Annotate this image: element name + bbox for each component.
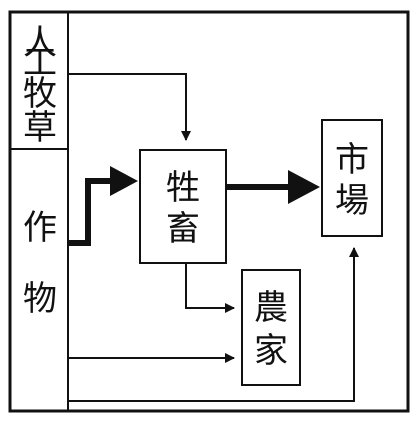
pasture-grass-char-3: 牧 bbox=[23, 74, 57, 114]
edge-pasture-to-livestock bbox=[68, 73, 191, 141]
outer-frame bbox=[8, 10, 410, 413]
livestock-box bbox=[139, 149, 227, 264]
edge-crops-to-livestock bbox=[68, 178, 122, 246]
pasture-grass-char-2: 工 bbox=[23, 43, 57, 83]
arrowhead-crops-to-livestock bbox=[110, 166, 138, 196]
pasture-grass-char-4: 草 bbox=[23, 108, 57, 148]
farmers-char-2: 家 bbox=[254, 331, 288, 371]
edge-livestock-to-farmers bbox=[185, 263, 235, 313]
market-box bbox=[321, 119, 383, 237]
edge-crops-to-market bbox=[68, 247, 359, 402]
market-char-2: 場 bbox=[335, 181, 369, 221]
pasture-grass-char-1: 人 bbox=[23, 23, 57, 63]
crops-char-1: 作 bbox=[23, 208, 57, 248]
livestock-char-1: 牲 bbox=[166, 168, 200, 208]
crops-char-2: 物 bbox=[23, 279, 57, 319]
market-char-1: 市 bbox=[335, 140, 369, 180]
farmers-box bbox=[241, 269, 301, 386]
arrowhead-livestock-to-market bbox=[288, 170, 320, 204]
farmers-char-1: 農 bbox=[254, 288, 288, 328]
livestock-char-2: 畜 bbox=[166, 209, 200, 249]
